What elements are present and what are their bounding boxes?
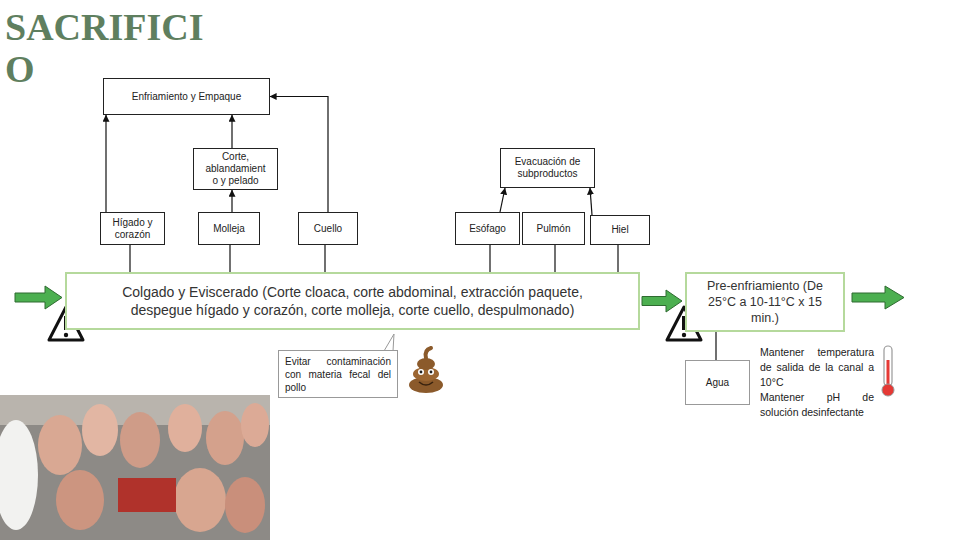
carcass xyxy=(56,470,104,530)
connector xyxy=(231,190,232,212)
part-box: Cuello xyxy=(298,212,358,245)
node-text: Corte, ablandamiento y pelado xyxy=(204,151,267,187)
node-text: Pre-enfriamiento (De 25°C a 10-11°C x 15… xyxy=(707,278,823,326)
thermometer-bulb xyxy=(882,384,894,396)
part-box: Molleja xyxy=(198,212,260,245)
flow-arrow xyxy=(15,286,62,309)
connector xyxy=(105,115,106,212)
part-box: Hígado y corazón xyxy=(100,212,165,245)
node-text: Evitar contaminación con materia fecal d… xyxy=(285,355,391,394)
part-box: Pulmón xyxy=(522,212,585,245)
callout-tail xyxy=(384,334,394,351)
node-text: Cuello xyxy=(314,223,342,235)
node-text: Agua xyxy=(706,377,729,389)
poop-smile xyxy=(419,382,433,385)
photo-background xyxy=(0,395,270,540)
carcass xyxy=(225,477,265,533)
node-text: Hiel xyxy=(611,224,628,236)
part-box: Hiel xyxy=(590,215,650,245)
node-text: Evacuación de subproductos xyxy=(513,156,582,180)
input-box: Agua xyxy=(685,360,750,405)
worker-glove xyxy=(0,420,38,530)
carcass xyxy=(206,411,244,465)
part-box: Esófago xyxy=(455,212,520,245)
connector xyxy=(617,245,618,272)
connector xyxy=(129,245,130,272)
carcass xyxy=(168,404,202,452)
warning-dot xyxy=(64,333,68,337)
poop-eye xyxy=(418,369,424,375)
connector xyxy=(489,245,490,272)
node-text: Esófago xyxy=(469,223,506,235)
processing-photo xyxy=(0,395,270,540)
poop-icon xyxy=(409,348,443,393)
callout-box: Evitar contaminación con materia fecal d… xyxy=(278,350,398,398)
poop-eye xyxy=(428,369,434,375)
conveyor-tray xyxy=(118,478,176,512)
poop-pupil xyxy=(420,371,423,374)
thermometer-icon xyxy=(882,346,894,396)
connector xyxy=(324,245,325,272)
connector xyxy=(500,188,505,212)
connector xyxy=(229,245,230,272)
carcass xyxy=(82,404,118,456)
process-box: Corte, ablandamiento y pelado xyxy=(193,148,278,190)
connector xyxy=(270,97,328,213)
warning-dot xyxy=(682,333,686,337)
node-text: Molleja xyxy=(213,223,245,235)
carcass xyxy=(241,403,269,447)
connector xyxy=(554,245,555,272)
node-text: Pulmón xyxy=(537,223,571,235)
carcass xyxy=(120,412,160,468)
process-box: Pre-enfriamiento (De 25°C a 10-11°C x 15… xyxy=(685,272,845,332)
connector xyxy=(715,332,716,360)
process-box: Enfriamiento y Empaque xyxy=(103,78,270,115)
process-box: Colgado y Eviscerado (Corte cloaca, cort… xyxy=(65,272,640,330)
carcass xyxy=(174,468,226,532)
note-text: Mantener pH de solución desinfectante xyxy=(760,390,874,420)
node-text: Hígado y corazón xyxy=(105,217,160,241)
carcass xyxy=(38,415,82,475)
process-box: Evacuación de subproductos xyxy=(500,148,595,188)
note-text: Mantener temperatura de salida de la can… xyxy=(760,345,874,390)
flow-arrow xyxy=(852,286,904,309)
node-text: Enfriamiento y Empaque xyxy=(132,91,242,103)
flow-arrow xyxy=(642,290,682,312)
node-text: Colgado y Eviscerado (Corte cloaca, cort… xyxy=(91,283,614,319)
poop-tip xyxy=(426,348,431,358)
connector xyxy=(590,188,592,215)
connector xyxy=(231,115,232,148)
poop-pupil xyxy=(430,371,433,374)
